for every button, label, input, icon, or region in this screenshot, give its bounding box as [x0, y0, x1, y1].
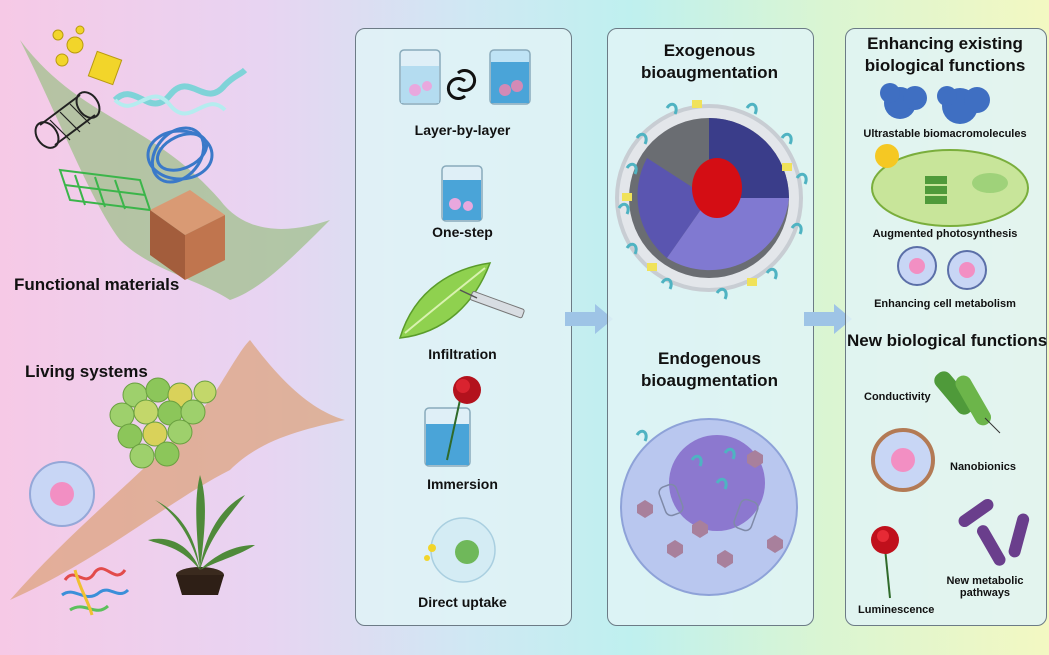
- rose-beaker-icon: [424, 376, 481, 467]
- exogenous-title-line: bioaugmentation: [641, 63, 778, 82]
- metabolic-label-line: New metabolic: [946, 575, 1024, 587]
- method-label: Direct uptake: [418, 594, 507, 610]
- brown-brush-stroke: [10, 340, 345, 600]
- endogenous-title-line: Endogenous: [658, 349, 761, 368]
- exogenous-cell-illustration: [615, 100, 808, 300]
- method-label: Immersion: [427, 476, 498, 492]
- arrow-right-icon: [565, 304, 613, 334]
- gold-nanoparticles: [52, 25, 123, 86]
- endogenous-cell-illustration: [620, 418, 798, 596]
- single-cell: [29, 461, 95, 527]
- polymer-ball: [146, 126, 214, 184]
- cell-pair-icon: [897, 246, 987, 290]
- enhancing-title: Enhancing existing biological functions: [845, 33, 1045, 77]
- luminescence-label: Luminescence: [858, 604, 935, 616]
- direct-uptake-icon: [424, 517, 496, 583]
- bacteria-rods-icon: [958, 498, 1030, 566]
- beaker-icon: [489, 49, 531, 105]
- chloroplast-icon: [871, 144, 1029, 227]
- nanobionic-cell-icon: [871, 428, 935, 492]
- method-label: Layer-by-layer: [414, 122, 511, 138]
- enhancing-title-line: biological functions: [864, 56, 1026, 75]
- living-systems-label: Living systems: [25, 362, 148, 381]
- enhancing-item-label: Ultrastable biomacromolecules: [863, 128, 1027, 140]
- dna-helix: [112, 67, 248, 107]
- cell-cluster: [109, 377, 217, 469]
- functional-materials-label: Functional materials: [14, 275, 180, 294]
- conductive-fiber-icon: [934, 371, 1001, 434]
- beaker-icon: [441, 165, 483, 222]
- conductivity-label: Conductivity: [864, 391, 931, 403]
- exogenous-title-line: Exogenous: [663, 41, 756, 60]
- method-label: One-step: [432, 224, 493, 240]
- exogenous-title: Exogenous bioaugmentation: [607, 40, 812, 84]
- enhancing-item-label: Enhancing cell metabolism: [874, 298, 1016, 310]
- leaf-syringe-icon: [398, 262, 525, 339]
- nanocube: [150, 190, 225, 280]
- enhancing-item-label: Augmented photosynthesis: [872, 228, 1018, 240]
- nanobionics-label: Nanobionics: [950, 461, 1017, 473]
- protein-cluster-icon: [880, 83, 990, 124]
- method-label: Infiltration: [428, 346, 497, 362]
- methods-illustrations: [398, 49, 531, 583]
- left-illustration: [10, 25, 345, 616]
- arrow-right-icon: [804, 304, 852, 334]
- glowing-rose-icon: [871, 526, 899, 599]
- enhancing-title-line: Enhancing existing: [867, 34, 1023, 53]
- endogenous-title: Endogenous bioaugmentation: [607, 348, 812, 392]
- protein-structure: [61, 567, 130, 616]
- functions-illustrations: [871, 83, 1030, 599]
- potted-plant: [148, 475, 255, 595]
- metabolic-label-line: pathways: [959, 587, 1011, 599]
- new-functions-title: New biological functions: [847, 331, 1047, 350]
- refresh-icon: [446, 69, 477, 100]
- functions-panel: [845, 28, 1047, 626]
- metabolic-pathways-label: New metabolic pathways: [940, 575, 1030, 599]
- endogenous-title-line: bioaugmentation: [641, 371, 778, 390]
- beaker-icon: [399, 49, 441, 105]
- carbon-nanotube: [34, 91, 101, 149]
